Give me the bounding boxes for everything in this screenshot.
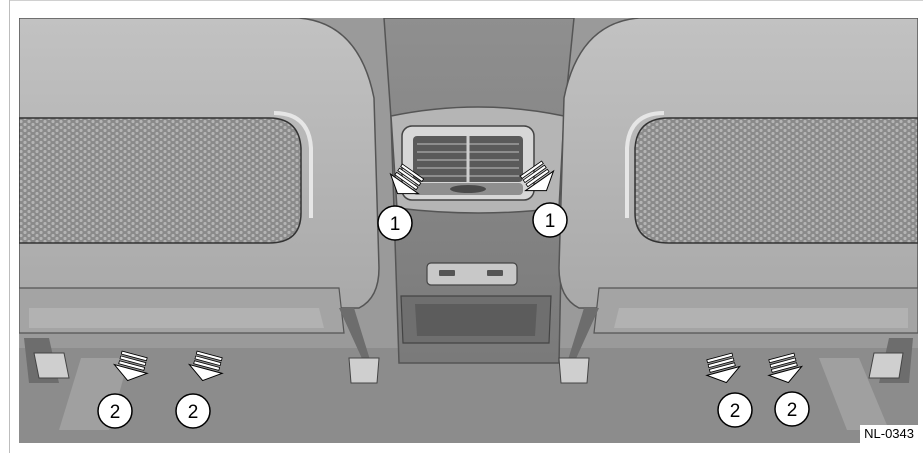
left-seat bbox=[19, 18, 379, 383]
callout-floor-2: 2 bbox=[176, 394, 210, 428]
callout-label: 1 bbox=[545, 211, 556, 232]
callout-floor-1: 2 bbox=[98, 394, 132, 428]
callout-label: 2 bbox=[787, 400, 798, 421]
callout-label: 2 bbox=[730, 401, 741, 422]
callout-floor-4: 2 bbox=[775, 392, 809, 426]
frame-left-line bbox=[9, 0, 10, 453]
image-code-label: NL-0343 bbox=[860, 425, 918, 443]
rear-seat-illustration: 1 1 2 2 2 2 bbox=[19, 18, 918, 443]
callout-vent-right: 1 bbox=[533, 203, 567, 237]
right-seat bbox=[559, 18, 918, 383]
callout-label: 2 bbox=[188, 402, 199, 423]
callout-floor-3: 2 bbox=[718, 393, 752, 427]
callout-label: 2 bbox=[110, 402, 121, 423]
callout-vent-left: 1 bbox=[378, 206, 412, 240]
callout-label: 1 bbox=[390, 214, 401, 235]
frame-top-line bbox=[9, 0, 923, 1]
